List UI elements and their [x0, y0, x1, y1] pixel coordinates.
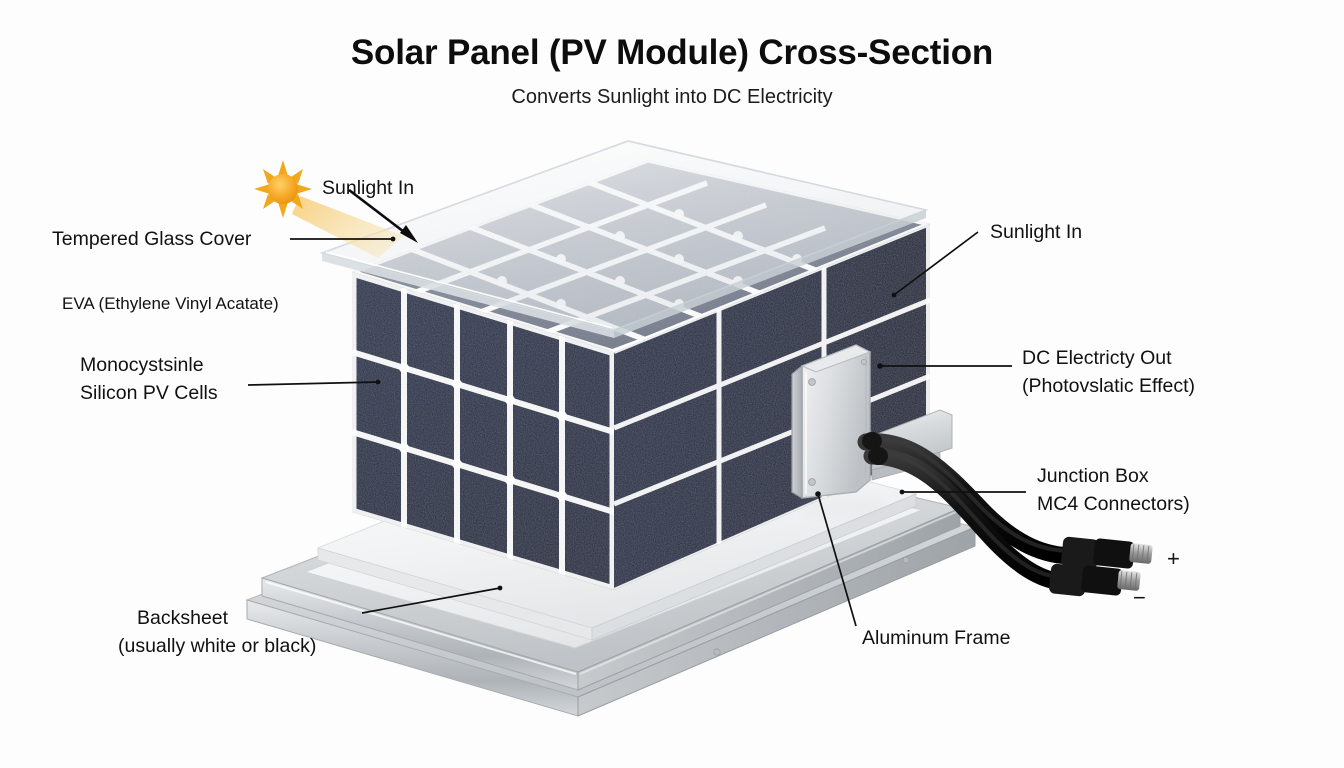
label-sunlight-in-left: Sunlight In — [322, 177, 415, 199]
label-tempered-glass-cover: Tempered Glass Cover — [52, 228, 252, 250]
label-dc-out-line1: DC Electricty Out — [1022, 347, 1172, 369]
polarity-negative: − — [1133, 585, 1146, 610]
mc4-connector-positive — [1061, 536, 1153, 570]
page-subtitle: Converts Sunlight into DC Electricity — [511, 86, 833, 108]
label-backsheet-line1: Backsheet — [137, 607, 229, 629]
label-pv-cells-line2: Silicon PV Cells — [80, 382, 218, 404]
label-eva: EVA (Ethylene Vinyl Acatate) — [62, 294, 279, 313]
label-dc-out-line2: (Photovslatic Effect) — [1022, 375, 1196, 397]
label-junction-box-line2: MC4 Connectors) — [1037, 493, 1190, 515]
polarity-positive: + — [1167, 546, 1180, 571]
arrow-icon — [348, 188, 418, 243]
mc4-cables — [857, 432, 1153, 597]
front-face-cell-grid — [352, 272, 614, 590]
label-pv-cells-line1: Monocystsinle — [80, 354, 204, 376]
label-backsheet-line2: (usually white or black) — [118, 635, 317, 657]
junction-box — [791, 344, 886, 517]
tempered-glass-cover — [319, 140, 929, 338]
label-aluminum-frame: Aluminum Frame — [862, 627, 1011, 649]
sun-icon — [254, 160, 404, 258]
mc4-connector-negative — [1049, 563, 1141, 597]
label-sunlight-in-right: Sunlight In — [990, 221, 1083, 243]
label-junction-box-line1: Junction Box — [1037, 465, 1149, 487]
page-title: Solar Panel (PV Module) Cross-Section — [350, 33, 994, 72]
